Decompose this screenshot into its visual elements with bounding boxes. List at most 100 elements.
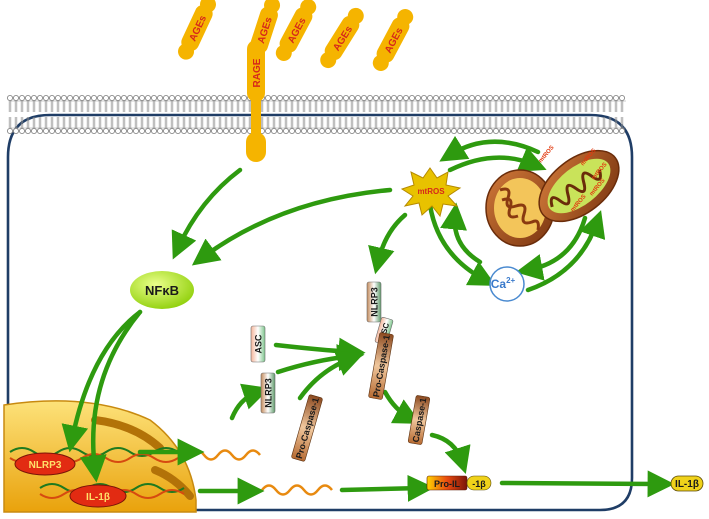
lipid-head xyxy=(348,127,356,135)
lipid-head xyxy=(504,94,512,102)
lipid-head xyxy=(78,94,86,102)
gene-nlrp3-label: NLRP3 xyxy=(29,460,62,471)
lipid-head xyxy=(18,127,26,135)
calcium-circle xyxy=(489,266,525,302)
mrna-il1b xyxy=(261,484,333,496)
lipid-head xyxy=(84,94,92,102)
lipid-head xyxy=(168,127,176,135)
lipid-head xyxy=(588,94,596,102)
lipid-head xyxy=(114,127,122,135)
asc-protein: ASC xyxy=(250,325,266,363)
lipid-head xyxy=(234,94,242,102)
lipid-head xyxy=(522,94,530,102)
lipid-head xyxy=(306,94,314,102)
lipid-head xyxy=(492,127,500,135)
arrow-ca-to-mtros xyxy=(440,202,483,265)
lipid-head xyxy=(216,127,224,135)
lipid-head xyxy=(402,127,410,135)
lipid-head xyxy=(612,127,620,135)
lipid-head xyxy=(96,94,104,102)
nlrp3-protein: NLRP3 xyxy=(260,372,276,414)
il1b-mature-label: IL-1β xyxy=(675,479,699,490)
lipid-head xyxy=(540,94,548,102)
lipid-head xyxy=(30,94,38,102)
lipid-head xyxy=(594,94,602,102)
lipid-head xyxy=(342,94,350,102)
lipid-head xyxy=(510,127,518,135)
lipid-head xyxy=(504,127,512,135)
complex-nlrp3-label: NLRP3 xyxy=(370,287,380,317)
pro-il1b-left-label: Pro-IL xyxy=(434,479,461,489)
mtros-label: mtROS xyxy=(417,187,445,196)
lipid-head xyxy=(90,127,98,135)
lipid-head xyxy=(558,94,566,102)
lipid-head xyxy=(48,94,56,102)
pro-il1b: Pro-IL -1β xyxy=(426,475,492,491)
lipid-head xyxy=(372,94,380,102)
lipid-head xyxy=(300,94,308,102)
lipid-head xyxy=(582,127,590,135)
lipid-head xyxy=(36,127,44,135)
mtros-starburst xyxy=(400,167,462,218)
lipid-head xyxy=(174,127,182,135)
lipid-head xyxy=(66,127,74,135)
lipid-head xyxy=(192,127,200,135)
lipid-head xyxy=(126,127,134,135)
lipid-head xyxy=(318,94,326,102)
lipid-head xyxy=(156,94,164,102)
gene-il1b-label: IL-1β xyxy=(86,492,110,503)
lipid-head xyxy=(492,94,500,102)
lipid-head xyxy=(426,94,434,102)
lipid-head xyxy=(438,127,446,135)
lipid-head xyxy=(126,94,134,102)
calcium-label: Ca2+ xyxy=(491,276,516,291)
lipid-head xyxy=(384,127,392,135)
lipid-head xyxy=(420,127,428,135)
lipid-head xyxy=(420,94,428,102)
lipid-head xyxy=(330,127,338,135)
lipid-head xyxy=(402,94,410,102)
lipid-head xyxy=(576,127,584,135)
lipid-head xyxy=(330,94,338,102)
lipid-head xyxy=(78,127,86,135)
lipid-head xyxy=(510,94,518,102)
lipid-head xyxy=(414,94,422,102)
arrow-caspase-to-proil xyxy=(429,432,471,475)
lipid-head xyxy=(306,127,314,135)
cell-membrane xyxy=(6,94,626,135)
lipid-head xyxy=(66,94,74,102)
lipid-head xyxy=(450,127,458,135)
lipid-head xyxy=(462,94,470,102)
lipid-head xyxy=(534,94,542,102)
nfkb-label: NFκB xyxy=(145,283,179,298)
lipid-head xyxy=(234,127,242,135)
lipid-head xyxy=(576,94,584,102)
lipid-head xyxy=(444,94,452,102)
lipid-head xyxy=(96,127,104,135)
lipid-head xyxy=(276,94,284,102)
lipid-head xyxy=(588,127,596,135)
lipid-head xyxy=(42,127,50,135)
lipid-head xyxy=(102,127,110,135)
lipid-head xyxy=(444,127,452,135)
lipid-head xyxy=(474,94,482,102)
lipid-head xyxy=(18,94,26,102)
lipid-head xyxy=(336,127,344,135)
lipid-head xyxy=(558,127,566,135)
lipid-head xyxy=(204,94,212,102)
lipid-head xyxy=(144,127,152,135)
lipid-head xyxy=(222,127,230,135)
arrow-mrna-to-nlrp3 xyxy=(229,383,270,421)
arrow-complex-to-caspase xyxy=(382,389,422,424)
ages-ligand-4: AGEs xyxy=(320,7,364,69)
lipid-head xyxy=(426,127,434,135)
gene-nlrp3-oval xyxy=(14,452,76,476)
lipid-head xyxy=(546,94,554,102)
pro-il1b-right-label: -1β xyxy=(472,479,486,489)
lipid-head xyxy=(240,94,248,102)
lipid-head xyxy=(600,127,608,135)
ages-ligand-3: AGEs xyxy=(275,0,317,61)
lipid-head xyxy=(606,127,614,135)
lipid-head xyxy=(150,127,158,135)
lipid-head xyxy=(186,127,194,135)
